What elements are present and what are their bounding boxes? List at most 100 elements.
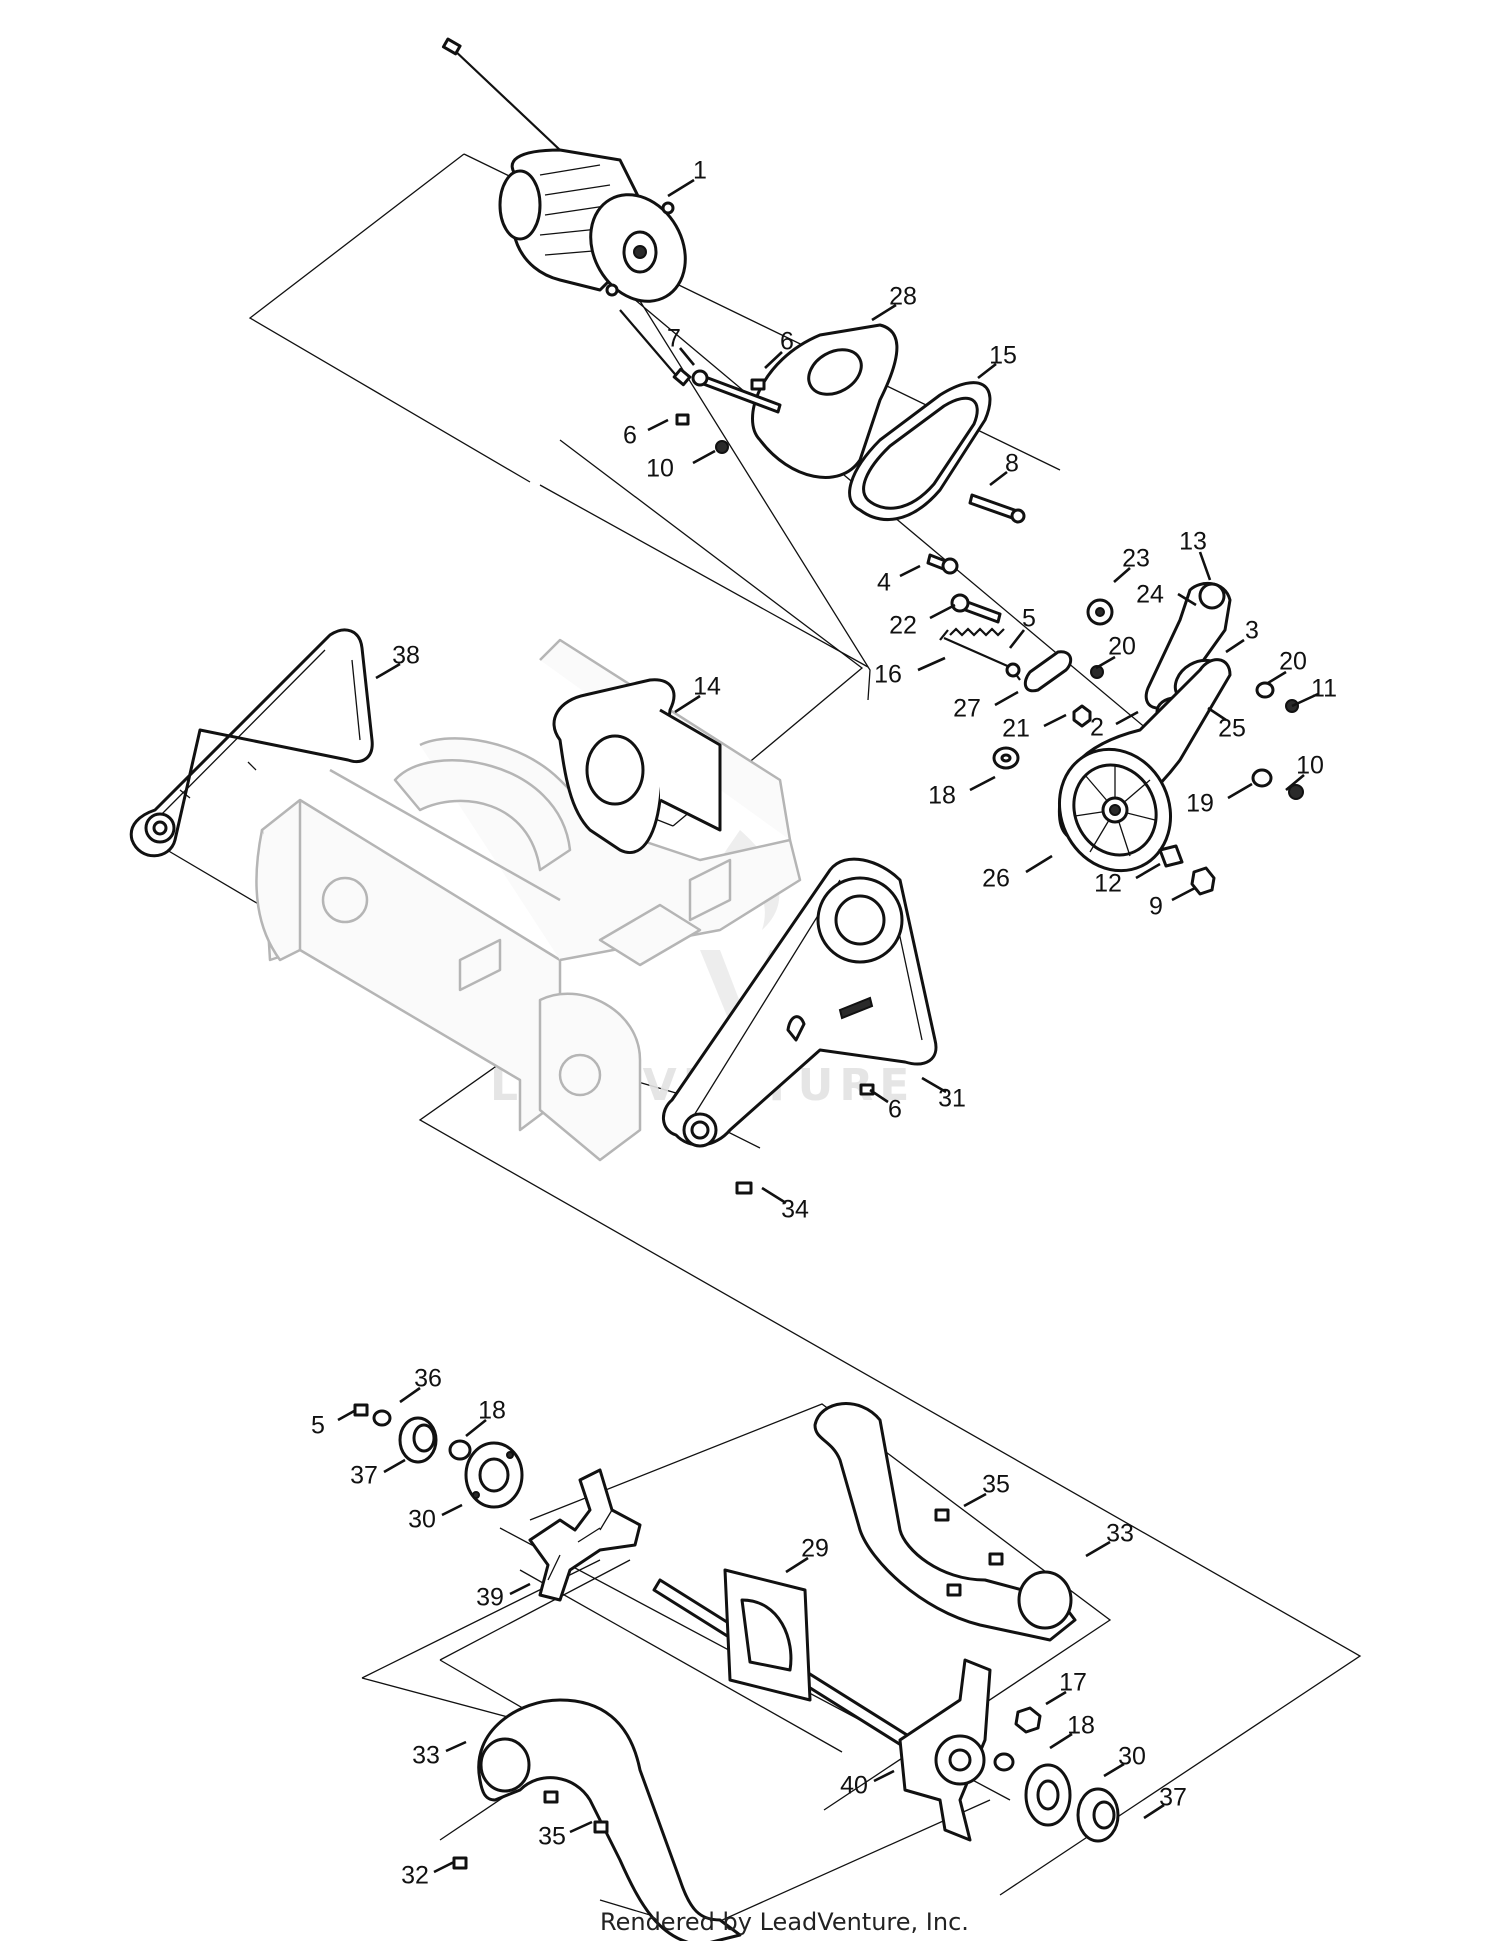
callout-number: 20 [1108,633,1136,661]
callout-number: 32 [401,1862,429,1890]
callout-number: 37 [1159,1784,1187,1812]
callout-number: 5 [1022,605,1036,633]
callout-leader [977,362,997,380]
callout-number: 25 [1218,715,1246,743]
callout-leader [678,347,696,366]
auger-assembly [353,1402,1120,1941]
callout-leader [1025,854,1053,874]
callout-number: 5 [311,1412,325,1440]
callout-leader [1285,774,1305,791]
callout-leader [785,1556,809,1574]
callout-leader [871,303,897,322]
callout-leader [917,656,946,672]
callout-number: 23 [1122,545,1150,573]
callout-leader [929,603,956,620]
callout-number: 35 [982,1471,1010,1499]
callout-leader [1135,862,1161,880]
callout-leader [1143,1803,1165,1820]
callout-leader [1115,710,1139,726]
callout-number: 15 [989,342,1017,370]
callout-number: 8 [1005,450,1019,478]
callout-number: 24 [1136,581,1164,609]
callout-leader [1177,592,1197,607]
callout-leader [399,1386,421,1404]
callout-number: 37 [350,1462,378,1490]
footer-credit: Rendered by LeadVenture, Inc. [600,1908,969,1936]
callout-number: 29 [801,1535,829,1563]
callout-leader [465,1418,487,1438]
callout-leader [764,351,783,369]
callout-number: 34 [781,1196,809,1224]
callout-number: 28 [889,283,917,311]
callout-leader [921,1076,947,1094]
callout-number: 33 [412,1742,440,1770]
callout-number: 20 [1279,648,1307,676]
callout-number: 7 [667,325,681,353]
callout-number: 33 [1106,1520,1134,1548]
callout-leader [761,1186,787,1205]
callout-leader [1043,713,1067,728]
callout-leader [873,1769,895,1783]
callout-number: 10 [1296,752,1324,780]
callout-number: 30 [408,1506,436,1534]
callout-number: 17 [1059,1669,1087,1697]
callout-number: 38 [392,642,420,670]
callout-leader [1198,551,1212,581]
callout-number: 13 [1179,528,1207,556]
callout-leader [1113,567,1131,583]
callout-leader [994,690,1019,707]
callout-leader [1171,886,1196,902]
callout-number: 18 [478,1397,506,1425]
callout-number: 27 [953,695,981,723]
callout-number: 39 [476,1584,504,1612]
callout-number: 6 [888,1096,902,1124]
callout-leader [1008,629,1026,649]
left-side-cover [129,628,374,858]
callout-leader [383,1458,406,1474]
callout-leader [989,470,1008,487]
callout-leader [441,1503,463,1517]
idler-pulley-assembly [939,581,1304,896]
callout-leader [433,1860,455,1874]
callout-leader [899,564,921,578]
callout-number: 6 [780,328,794,356]
callout-leaders [337,178,1319,1874]
callout-number: 11 [1311,675,1337,703]
callout-leader [1227,782,1253,800]
fasteners-upper [675,369,1026,575]
callout-leader [963,1492,987,1508]
callout-number: 35 [538,1823,566,1851]
callout-number: 18 [928,782,956,810]
callout-number: 31 [938,1085,966,1113]
callout-leader [337,1408,357,1422]
callout-number: 9 [1149,893,1163,921]
callout-leader [692,449,716,465]
callout-leader [674,694,701,714]
electric-motor [441,37,692,387]
callout-leader [1225,638,1245,654]
callout-number: 1 [693,157,707,185]
callout-number: 36 [414,1365,442,1393]
callout-number: 3 [1245,617,1259,645]
callout-leader [509,1582,531,1596]
callout-leader [375,662,401,680]
callout-number: 18 [1067,1712,1095,1740]
callout-number: 26 [982,865,1010,893]
belt-cover-plate [751,323,899,479]
callout-number: 10 [646,455,674,483]
callout-leader [1045,1690,1067,1706]
callout-leader [1291,692,1319,708]
callout-number: 6 [623,422,637,450]
callout-number: 40 [840,1772,868,1800]
callout-leader [569,1820,593,1834]
callout-leader [1085,1540,1111,1558]
belt-housing [848,381,992,521]
callout-number: 19 [1186,790,1214,818]
callout-number: 14 [693,673,721,701]
callout-number: 22 [889,612,917,640]
callout-leader [869,1088,889,1104]
callout-leader [1207,706,1227,722]
callout-leader [1267,670,1287,685]
